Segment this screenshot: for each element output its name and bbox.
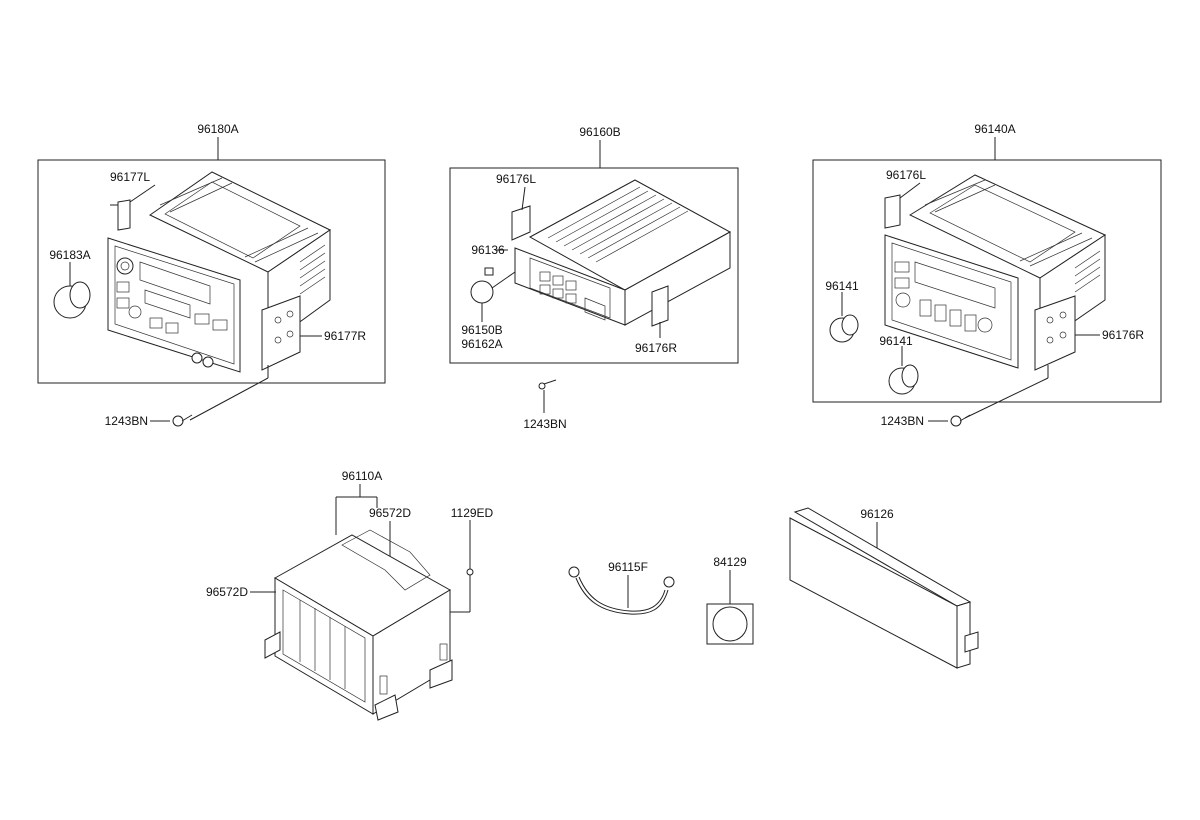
assembly-96180a-frame [37, 159, 386, 384]
label-96176r-c: 96176R [1102, 328, 1144, 342]
cable-96115f [568, 566, 675, 615]
screw-1243bn-a [172, 377, 269, 427]
label-1243bn-b: 1243BN [523, 417, 566, 431]
radio-unit-96160b [511, 179, 732, 335]
knob-96141-a [829, 314, 859, 343]
label-96177r: 96177R [324, 329, 366, 343]
label-96162a: 96162A [461, 337, 502, 351]
radio-unit-96180a [107, 171, 331, 378]
label-96141-b: 96141 [879, 334, 913, 348]
label-96572d-1: 96572D [369, 506, 411, 520]
label-96180a: 96180A [197, 122, 238, 136]
label-1243bn-c: 1243BN [881, 414, 924, 428]
label-96183a: 96183A [49, 248, 90, 262]
knob-96141-b [888, 364, 919, 395]
assembly-96140a: 96140A [812, 122, 1162, 428]
screw-1243bn-c [950, 377, 1049, 427]
label-96572d-2: 96572D [206, 585, 248, 599]
label-96140a: 96140A [974, 122, 1015, 136]
assembly-96180a: 96180A [37, 122, 386, 428]
screw-1129ed [450, 520, 474, 613]
part-96136 [484, 267, 494, 276]
label-96150b: 96150B [461, 323, 502, 337]
label-96110a: 96110A [342, 469, 382, 483]
knob-96183a [53, 281, 91, 319]
label-96141-a: 96141 [825, 279, 859, 293]
label-1243bn-a: 1243BN [105, 414, 148, 428]
cd-changer-96110a: 96110A 96572D 96572D [206, 469, 453, 721]
screw-1243bn-b [538, 379, 557, 390]
knob-96150b [470, 271, 516, 304]
label-96160b: 96160B [579, 125, 620, 139]
disc-84129 [706, 603, 754, 645]
assembly-96160b: 96160B [449, 125, 739, 431]
label-96176l-b: 96176L [496, 172, 536, 186]
assembly-96140a-frame [812, 159, 1162, 403]
label-96136: 96136 [471, 243, 505, 257]
label-1129ed: 1129ED [451, 506, 494, 520]
label-96126: 96126 [860, 507, 894, 521]
label-96176r-b: 96176R [635, 341, 677, 355]
label-84129: 84129 [713, 555, 747, 569]
radio-unit-96140a [884, 174, 1107, 378]
label-96176l-c: 96176L [886, 168, 926, 182]
label-96177l: 96177L [110, 170, 150, 184]
cover-96126 [789, 507, 979, 669]
assembly-96160b-frame [449, 167, 739, 364]
label-96115f: 96115F [608, 560, 648, 574]
